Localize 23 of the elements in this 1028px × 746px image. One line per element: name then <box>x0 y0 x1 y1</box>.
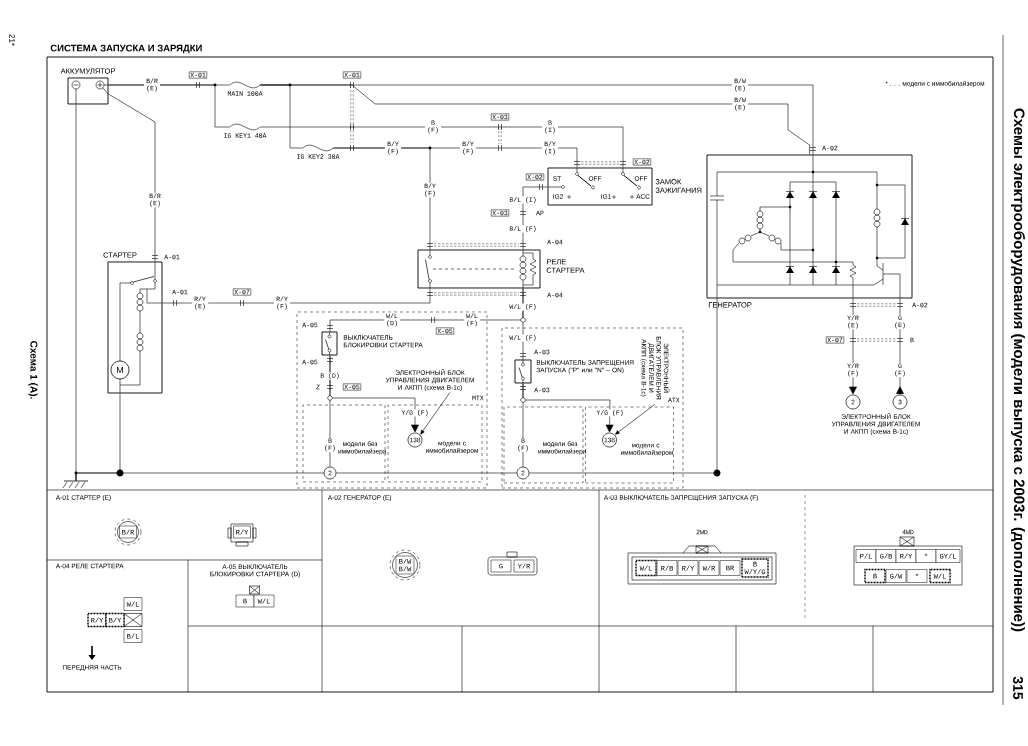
ground-symbol <box>62 480 89 489</box>
wire <box>333 147 431 250</box>
wire <box>529 298 718 474</box>
wire <box>522 383 614 433</box>
leader-arrow <box>420 392 451 435</box>
page-number: 21* <box>9 34 15 46</box>
wire <box>896 298 904 395</box>
wire <box>162 288 431 304</box>
wire <box>329 355 419 433</box>
wire <box>260 126 624 168</box>
wire <box>108 84 230 128</box>
wire <box>849 298 857 395</box>
wire <box>75 472 324 481</box>
wire <box>108 93 156 262</box>
leader-arrow <box>615 404 656 435</box>
figure-caption: Схема 1 (А). <box>28 341 38 399</box>
wire <box>336 472 517 474</box>
side-heading: Схемы электрооборудования (модели выпуска с 2003г. (дополнение)) <box>1010 108 1026 632</box>
wire <box>522 288 524 360</box>
diagram-title: СИСТЕМА ЗАПУСКА И ЗАРЯДКИ <box>50 44 202 54</box>
wire <box>260 84 303 149</box>
wire <box>522 186 548 250</box>
page-number: 315 <box>1013 676 1023 700</box>
